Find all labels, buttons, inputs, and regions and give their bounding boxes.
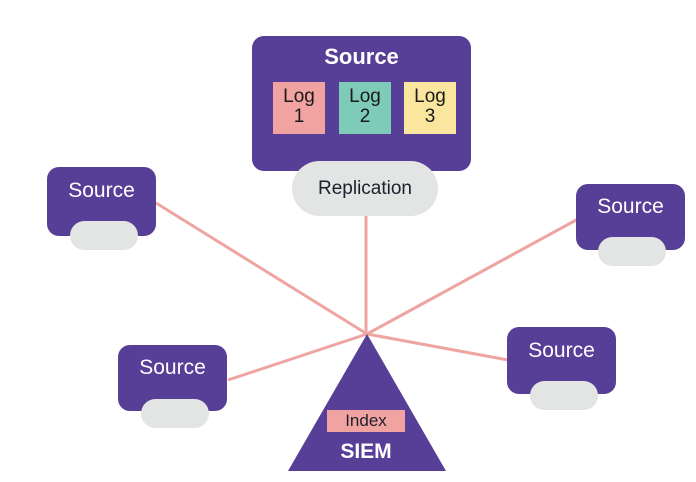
siem-triangle: [288, 334, 446, 471]
siem-index-box: Index: [327, 410, 405, 432]
replication-node: Replication: [292, 161, 438, 216]
source-bottom-right-label: Source: [528, 339, 595, 362]
source-bottom-left-pill: [141, 399, 209, 428]
connector-source-top-right: [366, 217, 579, 336]
log-3: Log 3: [404, 82, 456, 134]
log-1: Log 1: [273, 82, 325, 134]
connector-source-bottom-right: [366, 332, 509, 362]
log-3-number: 3: [424, 106, 436, 127]
connector-source-top-left: [155, 201, 368, 336]
log-3-word: Log: [414, 86, 446, 107]
log-2-word: Log: [349, 86, 381, 107]
source-bottom-right-pill: [530, 381, 598, 410]
source-top-right-pill: [598, 237, 666, 266]
log-1-word: Log: [283, 86, 315, 107]
source-top-right-label: Source: [597, 195, 664, 218]
log-2: Log 2: [339, 82, 391, 134]
siem-label: SIEM: [340, 440, 392, 463]
source-top-left-pill: [70, 221, 138, 250]
log-1-number: 1: [293, 106, 305, 127]
connector-source-bottom-left: [227, 332, 368, 382]
source-top-left-label: Source: [68, 179, 135, 202]
main-source-title: Source: [324, 44, 399, 69]
log-2-number: 2: [359, 106, 371, 127]
source-bottom-left-label: Source: [139, 356, 206, 379]
main-source: Source Log 1 Log 2 Log 3: [252, 36, 471, 171]
